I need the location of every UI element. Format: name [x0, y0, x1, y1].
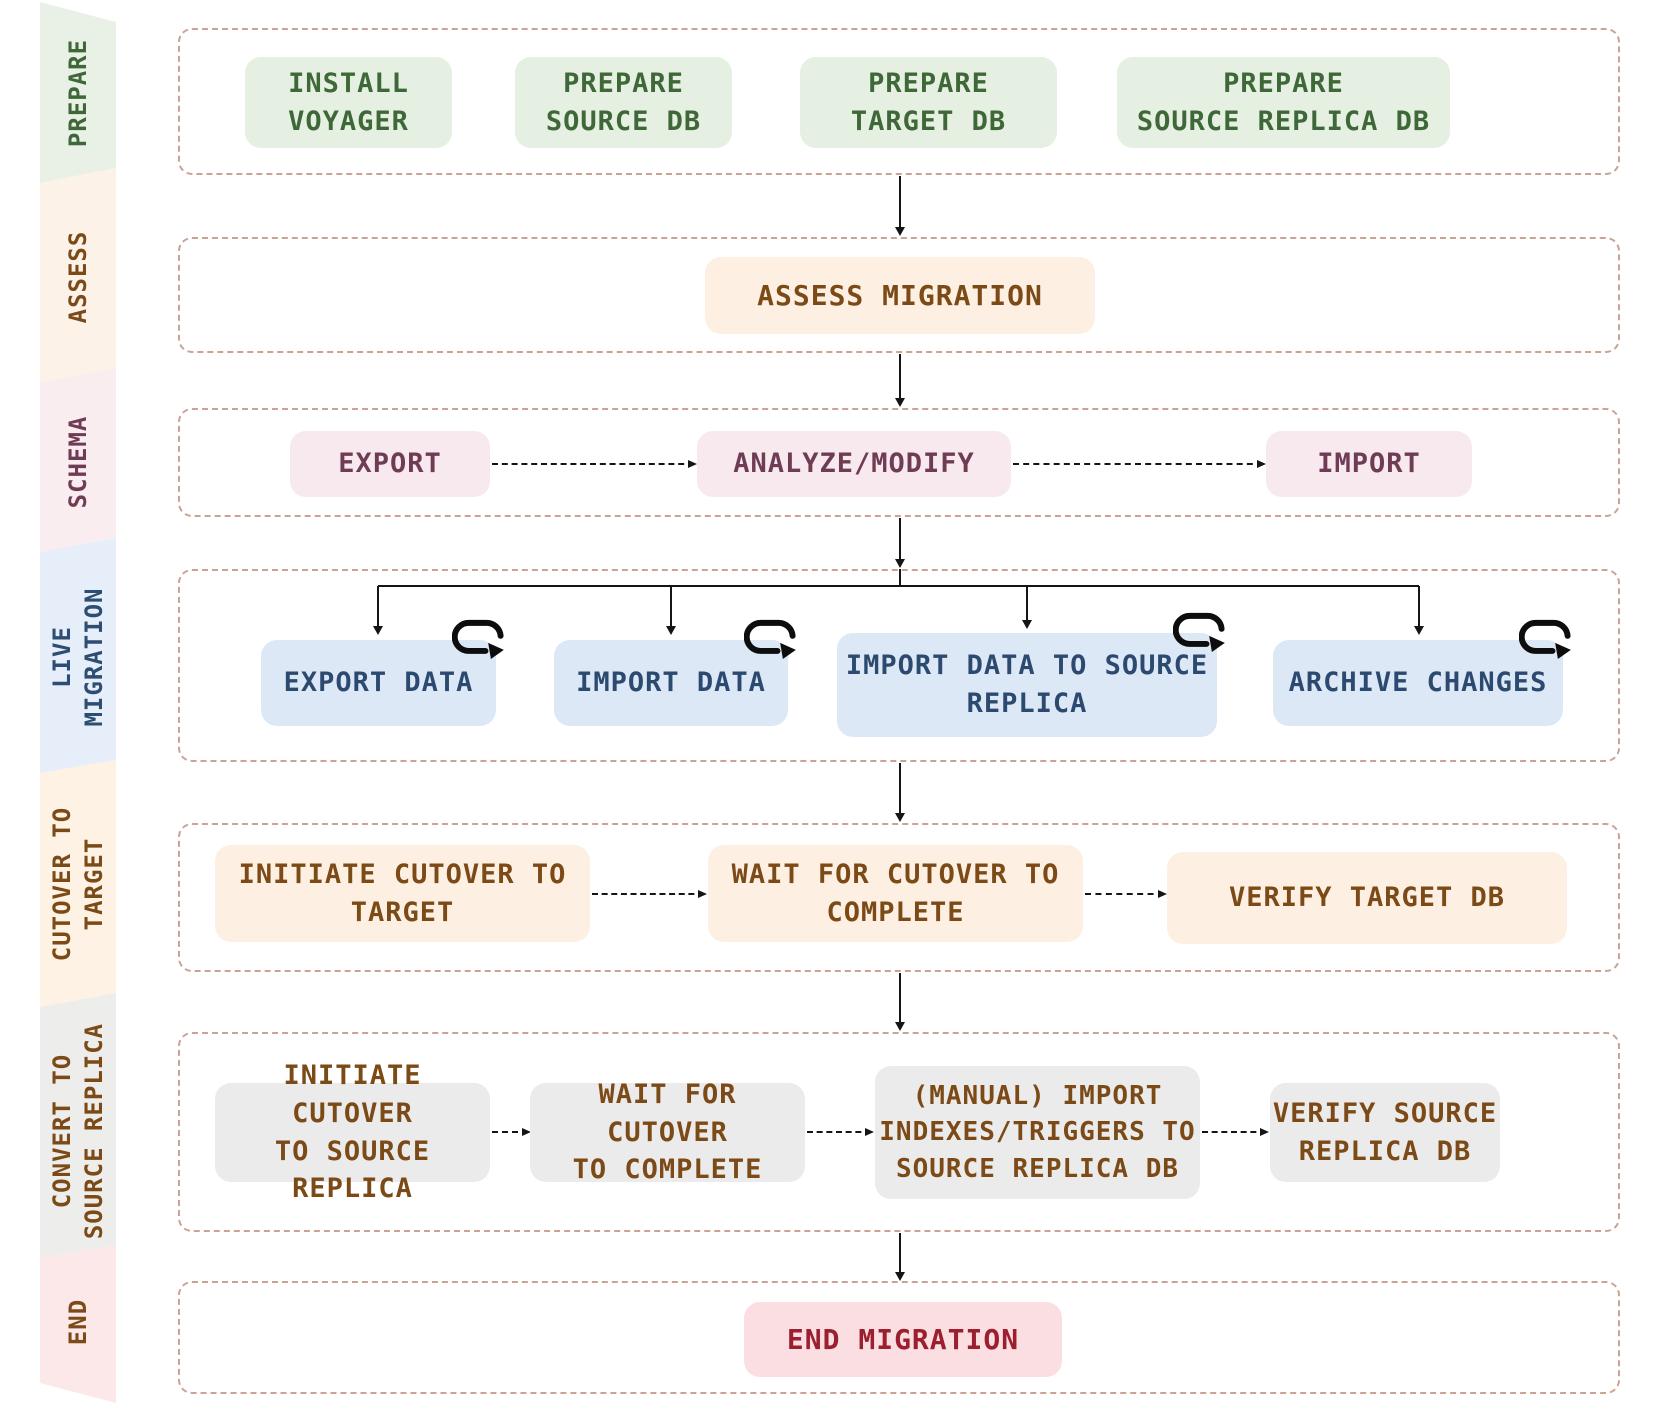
phase-label-cutover-to-target: CUTOVER TO TARGET: [47, 806, 108, 962]
node-archive-changes: ARCHIVE CHANGES: [1273, 640, 1563, 726]
branch-arrow-export-data: [377, 586, 379, 628]
dashed-arrow-manual-import-to-verify: [1202, 1128, 1269, 1136]
phase-band-convert-to-source-replica: [40, 993, 116, 1258]
branch-entry-line: [899, 569, 901, 587]
node-initiate-cutover-to-target: INITIATE CUTOVER TO TARGET: [215, 845, 590, 942]
dashed-arrow-analyze-to-import: [1013, 460, 1266, 468]
node-assess-migration: ASSESS MIGRATION: [705, 257, 1095, 334]
node-install-voyager: INSTALL VOYAGER: [245, 57, 452, 148]
node-export-schema: EXPORT: [290, 431, 490, 497]
node-wait-for-cutover-to-complete: WAIT FOR CUTOVER TO COMPLETE: [708, 845, 1083, 942]
arrow-live-migration-to-cutover: [899, 763, 901, 815]
node-initiate-cutover-to-source-replica: INITIATE CUTOVER TO SOURCE REPLICA: [215, 1060, 490, 1204]
repeat-icon-import-source-replica: [1173, 612, 1225, 653]
node-wait-for-cutover-to-complete-sr: WAIT FOR CUTOVER TO COMPLETE: [530, 1079, 805, 1185]
repeat-icon-import-data: [744, 619, 796, 660]
repeat-icon-export-data: [452, 619, 504, 660]
node-verify-target-db: VERIFY TARGET DB: [1167, 852, 1567, 944]
node-analyze-modify-schema: ANALYZE/MODIFY: [697, 431, 1011, 497]
phase-band-schema: [40, 368, 116, 552]
branch-arrow-import-source-replica: [1026, 586, 1028, 622]
node-prepare-target-db: PREPARE TARGET DB: [800, 57, 1057, 148]
phase-band-assess: [40, 168, 116, 382]
node-import-data-to-source-replica: IMPORT DATA TO SOURCE REPLICA: [837, 633, 1217, 737]
branch-arrow-import-data: [670, 586, 672, 628]
phase-band-cutover-to-target: [40, 760, 116, 1007]
arrow-cutover-to-convert: [899, 973, 901, 1024]
node-verify-source-replica-db: VERIFY SOURCE REPLICA DB: [1270, 1083, 1500, 1182]
node-prepare-source-db: PREPARE SOURCE DB: [515, 57, 732, 148]
node-import-schema: IMPORT: [1266, 431, 1472, 497]
node-prepare-source-replica-db: PREPARE SOURCE REPLICA DB: [1117, 57, 1450, 148]
node-end-migration: END MIGRATION: [744, 1302, 1062, 1377]
node-manual-import-indexes-triggers: (MANUAL) IMPORT INDEXES/TRIGGERS TO SOUR…: [875, 1066, 1200, 1199]
node-import-data: IMPORT DATA: [554, 640, 788, 726]
phase-band-end: [40, 1245, 116, 1403]
dashed-arrow-initiate-to-wait: [592, 890, 707, 898]
dashed-arrow-initiate-to-wait-sr: [492, 1128, 531, 1136]
arrow-assess-to-schema: [899, 354, 901, 400]
node-export-data: EXPORT DATA: [261, 640, 496, 726]
arrow-prepare-to-assess: [899, 176, 901, 229]
repeat-icon-archive-changes: [1519, 619, 1571, 660]
branch-line: [378, 585, 1419, 587]
phase-band-live-migration: [40, 538, 116, 773]
arrow-schema-to-live-migration: [899, 518, 901, 561]
phase-band-prepare: [40, 2, 116, 183]
phase-label-end: END: [63, 1298, 92, 1346]
branch-arrow-archive-changes: [1418, 586, 1420, 628]
arrow-convert-to-end: [899, 1233, 901, 1274]
dashed-arrow-export-to-analyze: [492, 460, 697, 468]
dashed-arrow-wait-to-manual-import: [807, 1128, 874, 1136]
dashed-arrow-wait-to-verify: [1085, 890, 1167, 898]
phase-ribbon: [40, 2, 116, 1403]
